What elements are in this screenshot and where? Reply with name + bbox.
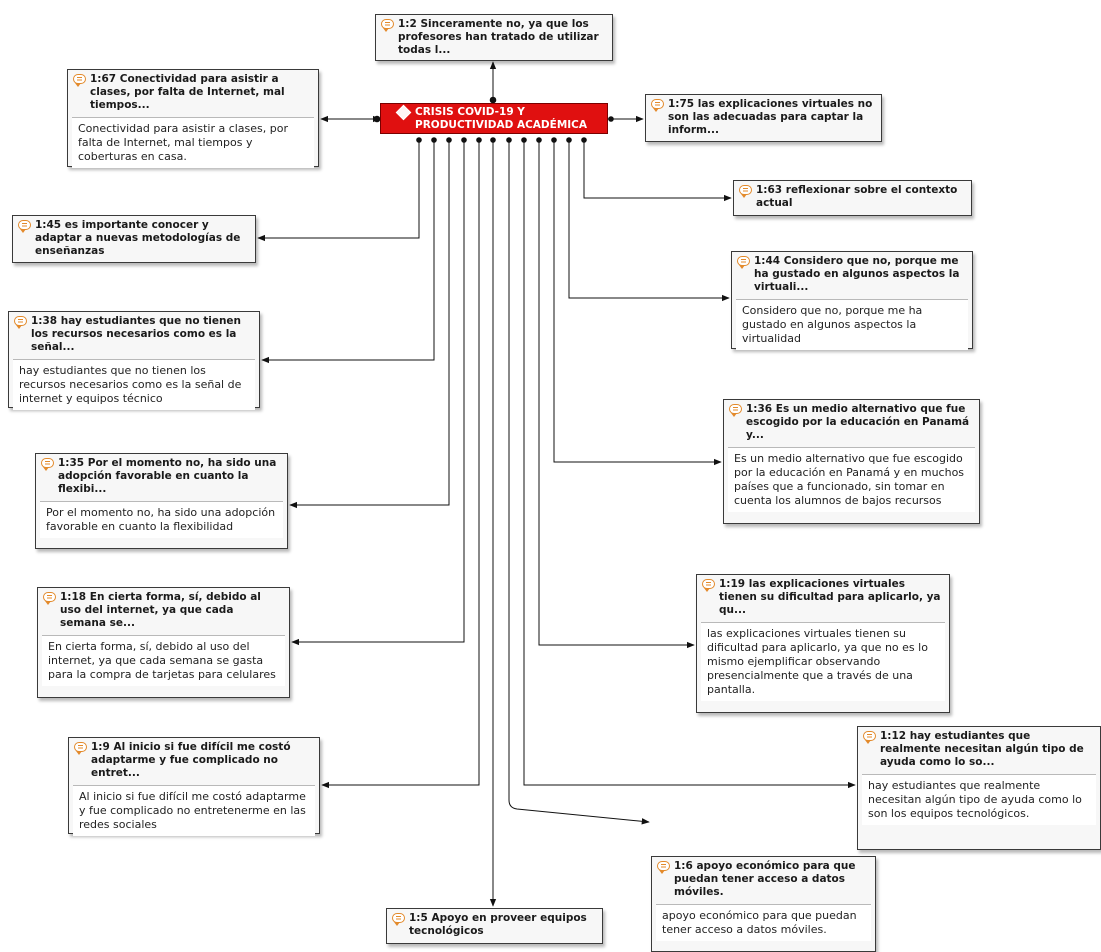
quote-header: 1:6 apoyo económico para que puedan tene… [674,860,856,898]
quotation-icon [73,74,86,87]
connector-dot [446,137,452,143]
quote-body: hay estudiantes que realmente necesitan … [862,775,1096,825]
connector-dot [490,137,496,143]
divider [42,635,285,636]
quote-header: 1:36 Es un medio alternativo que fue esc… [746,403,970,441]
quote-header: 1:12 hay estudiantes que realmente neces… [880,730,1084,768]
link-to-1-36 [553,140,722,466]
quote-node-1-45[interactable]: 1:45 es importante conocer y adaptar a n… [12,215,256,263]
quotation-icon [863,731,876,744]
quote-header: 1:44 Considero que no, porque me ha gust… [754,255,960,293]
quote-node-1-63[interactable]: 1:63 reflexionar sobre el contexto actua… [733,180,972,216]
divider [736,299,968,300]
connector-dot [476,137,482,143]
quote-node-1-19[interactable]: 1:19 las explicaciones virtuales tienen … [696,574,950,713]
quote-node-1-2[interactable]: 1:2 Sinceramente no, ya que los profesor… [375,14,613,61]
quote-node-1-44[interactable]: 1:44 Considero que no, porque me ha gust… [731,251,973,350]
quote-body: Al inicio si fue difícil me costó adapta… [73,786,315,836]
link-to-1-6 [508,140,650,825]
quote-header: 1:2 Sinceramente no, ya que los profesor… [398,18,599,56]
quote-node-1-9[interactable]: 1:9 Al inicio si fue difícil me costó ad… [68,737,320,836]
connector-dot [416,137,422,143]
quote-header: 1:19 las explicaciones virtuales tienen … [719,578,941,616]
quote-body: En cierta forma, sí, debido al uso del i… [42,636,285,686]
quote-body: Es un medio alternativo que fue escogido… [728,448,975,512]
quotation-icon [392,913,405,926]
code-diamond-icon [395,104,412,121]
quote-node-1-5[interactable]: 1:5 Apoyo en proveer equipos tecnológico… [386,908,603,944]
quotation-icon [381,19,394,32]
link-to-1-38 [261,140,435,364]
quotation-icon [18,220,31,233]
quote-header: 1:35 Por el momento no, ha sido una adop… [58,457,277,495]
connector-dot [536,137,542,143]
link-to-1-9 [321,140,480,789]
connector-dot [551,137,557,143]
central-code-node[interactable]: CRISIS COVID-19 Y PRODUCTIVIDAD ACADÉMIC… [380,103,608,134]
quote-body: hay estudiantes que no tienen los recurs… [13,360,255,410]
quote-header: 1:67 Conectividad para asistir a clases,… [90,73,285,111]
quotation-icon [739,185,752,198]
connector-dot [566,137,572,143]
quotation-icon [74,742,87,755]
quote-node-1-36[interactable]: 1:36 Es un medio alternativo que fue esc… [723,399,980,524]
quote-node-1-18[interactable]: 1:18 En cierta forma, sí, debido al uso … [37,587,290,698]
quotation-icon [737,256,750,269]
quote-header: 1:75 las explicaciones virtuales no son … [668,98,873,136]
quotation-icon [729,404,742,417]
quote-header: 1:9 Al inicio si fue difícil me costó ad… [91,741,291,779]
quote-body: apoyo económico para que puedan tener ac… [656,905,871,941]
quotation-icon [651,99,664,112]
link-to-1-18 [291,140,465,646]
quote-header: 1:18 En cierta forma, sí, debido al uso … [60,591,261,629]
divider [728,447,975,448]
quote-node-1-38[interactable]: 1:38 hay estudiantes que no tienen los r… [8,311,260,410]
link-to-1-63 [583,140,732,202]
connector-dot [581,137,587,143]
divider [701,622,945,623]
connector-dot [608,116,614,122]
quote-body: Conectividad para asistir a clases, por … [72,118,314,168]
quote-header: 1:63 reflexionar sobre el contexto actua… [756,184,958,209]
quote-header: 1:45 es importante conocer y adaptar a n… [35,219,241,257]
quote-header: 1:5 Apoyo en proveer equipos tecnológico… [409,912,587,937]
quotation-icon [14,316,27,329]
quote-header: 1:38 hay estudiantes que no tienen los r… [31,315,242,353]
divider [862,774,1096,775]
quote-node-1-75[interactable]: 1:75 las explicaciones virtuales no son … [645,94,882,142]
link-to-1-45 [257,140,420,242]
connector-dot [521,137,527,143]
link-to-1-19 [538,140,695,649]
quote-node-1-67[interactable]: 1:67 Conectividad para asistir a clases,… [67,69,319,168]
quote-node-1-35[interactable]: 1:35 Por el momento no, ha sido una adop… [35,453,288,549]
connector-dot [489,96,497,104]
quote-node-1-6[interactable]: 1:6 apoyo económico para que puedan tene… [651,856,876,952]
quote-body: Por el momento no, ha sido una adopción … [40,502,283,538]
divider [13,359,255,360]
divider [40,501,283,502]
connector-dot [431,137,437,143]
connector-dot [506,137,512,143]
quote-node-1-12[interactable]: 1:12 hay estudiantes que realmente neces… [857,726,1101,850]
quotation-icon [702,579,715,592]
central-code-title: CRISIS COVID-19 Y PRODUCTIVIDAD ACADÉMIC… [415,106,588,131]
divider [656,904,871,905]
connector-dot [461,137,467,143]
quote-body: las explicaciones virtuales tienen su di… [701,623,945,701]
quotation-icon [43,592,56,605]
divider [72,117,314,118]
quotation-icon [657,861,670,874]
link-to-1-44 [568,140,730,302]
quotation-icon [41,458,54,471]
quote-body: Considero que no, porque me ha gustado e… [736,300,968,350]
connector-dot [373,115,381,123]
divider [73,785,315,786]
link-to-1-35 [289,140,450,509]
link-to-1-12 [523,140,856,789]
